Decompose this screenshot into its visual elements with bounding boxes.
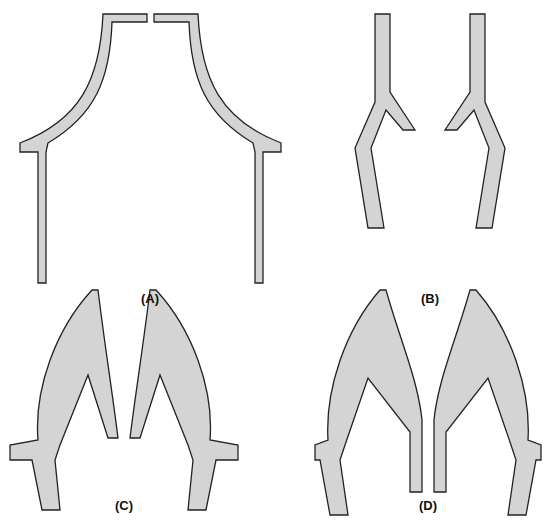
figure-label: (B) xyxy=(421,292,439,305)
section-b-right xyxy=(445,14,505,228)
figure-label: (A) xyxy=(141,292,159,305)
section-d-right xyxy=(434,290,541,515)
section-b-left xyxy=(355,14,415,228)
figure-label: (D) xyxy=(419,499,437,512)
section-c-right xyxy=(130,290,238,510)
section-b xyxy=(355,14,505,228)
section-c-left xyxy=(10,290,118,510)
section-a xyxy=(20,14,281,283)
section-a-left xyxy=(20,14,147,283)
section-d-left xyxy=(315,290,422,515)
section-a-right xyxy=(154,14,281,283)
figure-label: (C) xyxy=(115,499,133,512)
section-d xyxy=(315,290,541,515)
section-c xyxy=(10,290,238,510)
